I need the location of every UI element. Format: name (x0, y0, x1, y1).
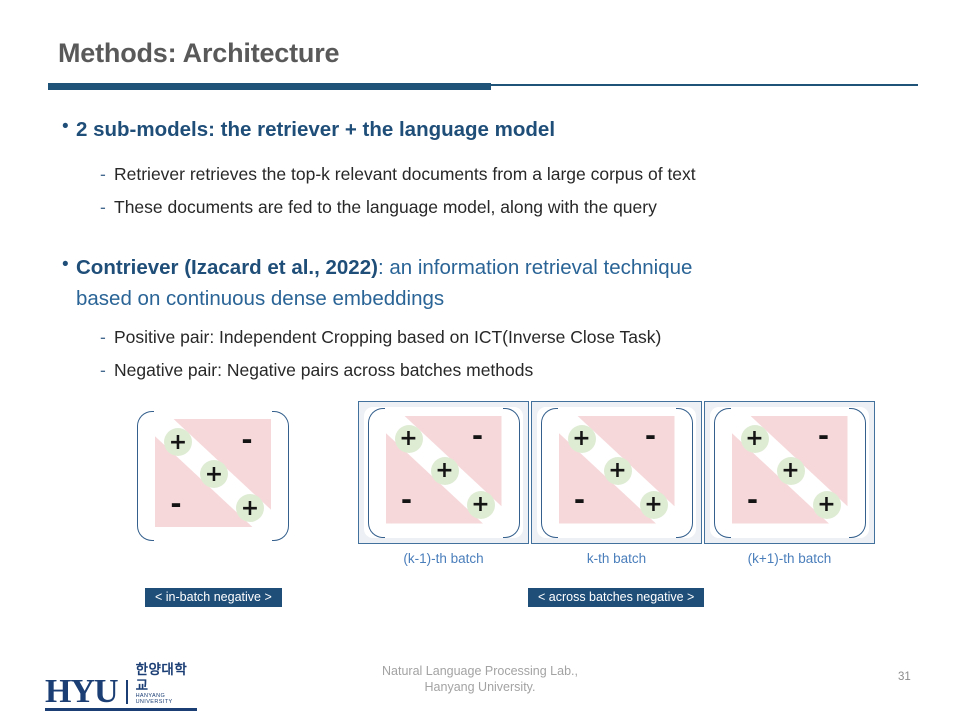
title-underline-thick (48, 83, 491, 90)
plus-symbol: + (200, 460, 228, 488)
minus-symbol: - (400, 485, 413, 516)
logo-text-column: 한양대학교 HANYANG UNIVERSITY (136, 662, 197, 705)
batch-box: + + + - - (531, 401, 702, 544)
batch-box-inner: + + + - - (364, 407, 523, 538)
subbullet-retriever: - Retriever retrieves the top-k relevant… (100, 163, 696, 186)
similarity-matrix: + + + - - (385, 415, 502, 524)
batch-column-k: + + + - - k-th batch (531, 401, 702, 566)
left-bracket-icon (137, 411, 154, 541)
subbullet-documents-fed: - These documents are fed to the languag… (100, 196, 657, 219)
plus-symbol: + (430, 456, 459, 485)
batch-label: k-th batch (586, 551, 647, 566)
subbullet-documents-fed-text: These documents are fed to the language … (114, 197, 657, 217)
title-underline (48, 83, 918, 91)
footer-lab-line1: Natural Language Processing Lab., (382, 664, 578, 678)
contriever-description: : an information retrieval technique (377, 256, 693, 279)
page-title: Methods: Architecture (58, 38, 340, 68)
bullet-icon: • (62, 254, 69, 275)
footer-lab-line2: Hanyang University. (424, 680, 536, 695)
plus-symbol: + (812, 490, 841, 519)
logo-divider (125, 680, 128, 705)
similarity-matrix: + + + - - (731, 415, 848, 524)
across-batches-figure: + + + - - (k-1)-th batch + + + - - (358, 401, 875, 566)
batch-label: (k-1)-th batch (403, 551, 484, 566)
subbullet-retriever-text: Retriever retrieves the top-k relevant d… (114, 164, 696, 184)
in-batch-negative-badge: < in-batch negative > (145, 588, 282, 607)
bullet-submodels-text: 2 sub-models: the retriever + the langua… (76, 118, 556, 141)
dash-icon: - (100, 327, 106, 347)
plus-symbol: + (603, 456, 632, 485)
batch-box: + + + - - (358, 401, 529, 544)
plus-symbol: + (164, 428, 192, 456)
batch-box: + + + - - (704, 401, 875, 544)
bullet-submodels: • 2 sub-models: the retriever + the lang… (62, 114, 555, 145)
left-bracket-icon (540, 407, 558, 538)
plus-symbol: + (639, 490, 668, 519)
minus-symbol: - (644, 421, 657, 452)
subbullet-negative-pair: - Negative pair: Negative pairs across b… (100, 359, 533, 382)
across-batches-negative-badge: < across batches negative > (528, 588, 705, 607)
footer-lab-credit: Natural Language Processing Lab., Hanyan… (0, 663, 960, 696)
plus-symbol: + (394, 424, 423, 453)
hyu-logo-acronym: HYU (45, 673, 119, 711)
plus-symbol: + (740, 424, 769, 453)
subbullet-negative-pair-text: Negative pair: Negative pairs across bat… (114, 360, 534, 380)
bullet-contriever-text: Contriever (Izacard et al., 2022): an in… (76, 252, 692, 314)
similarity-matrix: + + + - - (558, 415, 675, 524)
minus-symbol: - (241, 424, 253, 456)
dash-icon: - (100, 197, 106, 217)
plus-symbol: + (567, 424, 596, 453)
batch-label: (k+1)-th batch (747, 551, 832, 566)
bullet-icon: • (62, 116, 69, 137)
left-bracket-icon (367, 407, 385, 538)
right-bracket-icon (502, 407, 520, 538)
dash-icon: - (100, 360, 106, 380)
page-number: 31 (898, 671, 911, 683)
batch-box-inner: + + + - - (537, 407, 696, 538)
right-bracket-icon (675, 407, 693, 538)
minus-symbol: - (746, 485, 759, 516)
minus-symbol: - (817, 421, 830, 452)
left-bracket-icon (713, 407, 731, 538)
subbullet-positive-pair-text: Positive pair: Independent Cropping base… (114, 327, 662, 347)
minus-symbol: - (573, 485, 586, 516)
similarity-matrix: + + + - - (155, 419, 271, 527)
batch-matrix-figure: + + + - - (713, 407, 866, 538)
title-underline-thin (491, 84, 918, 86)
contriever-description-line2: based on continuous dense embeddings (76, 287, 445, 310)
dash-icon: - (100, 164, 106, 184)
right-bracket-icon (272, 411, 289, 541)
plus-symbol: + (776, 456, 805, 485)
subbullet-positive-pair: - Positive pair: Independent Cropping ba… (100, 326, 661, 349)
batch-matrix-figure: + + + - - (540, 407, 693, 538)
logo-korean-name: 한양대학교 (135, 662, 188, 693)
plus-symbol: + (236, 494, 264, 522)
hyu-logo: HYU 한양대학교 HANYANG UNIVERSITY (45, 662, 197, 712)
right-bracket-icon (848, 407, 866, 538)
plus-symbol: + (466, 490, 495, 519)
batch-column-k-minus-1: + + + - - (k-1)-th batch (358, 401, 529, 566)
logo-english-name: HANYANG UNIVERSITY (135, 693, 173, 706)
batch-column-k-plus-1: + + + - - (k+1)-th batch (704, 401, 875, 566)
figure-area: + + + - - + + + - - (k-1)-th batch (0, 396, 960, 626)
minus-symbol: - (170, 488, 182, 520)
contriever-citation: Contriever (Izacard et al., 2022) (76, 256, 378, 279)
minus-symbol: - (471, 421, 484, 452)
bullet-contriever: • Contriever (Izacard et al., 2022): an … (62, 252, 692, 314)
batch-box-inner: + + + - - (710, 407, 869, 538)
batch-matrix-figure: + + + - - (367, 407, 520, 538)
in-batch-matrix-figure: + + + - - (137, 411, 289, 541)
